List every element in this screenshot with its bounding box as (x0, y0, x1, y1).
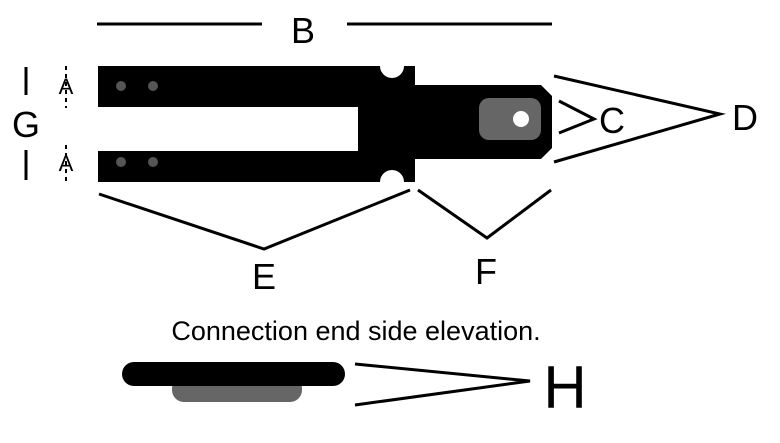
d-pointer (553, 74, 726, 164)
h-pointer (354, 362, 531, 407)
prong-top-dot-2 (148, 81, 158, 91)
label-a-top: A (59, 74, 74, 99)
e-bracket (98, 188, 411, 251)
label-f: F (475, 251, 497, 292)
label-g: G (12, 104, 40, 145)
tab-window-dot (513, 111, 529, 127)
label-c: C (599, 100, 625, 141)
side-elevation-bar (122, 362, 345, 386)
prong-bottom-dot-1 (116, 157, 126, 167)
connector-body (98, 66, 552, 182)
label-b: B (291, 10, 315, 51)
caption: Connection end side elevation. (171, 316, 540, 346)
prong-top-dot-1 (116, 81, 126, 91)
c-pointer (558, 99, 598, 135)
f-bracket (417, 188, 552, 240)
label-d: D (732, 97, 758, 138)
prong-bottom-dot-2 (148, 157, 158, 167)
tab-window (479, 98, 541, 140)
label-e: E (252, 256, 276, 297)
label-a-bottom: A (59, 151, 74, 176)
label-h: H (543, 354, 586, 421)
